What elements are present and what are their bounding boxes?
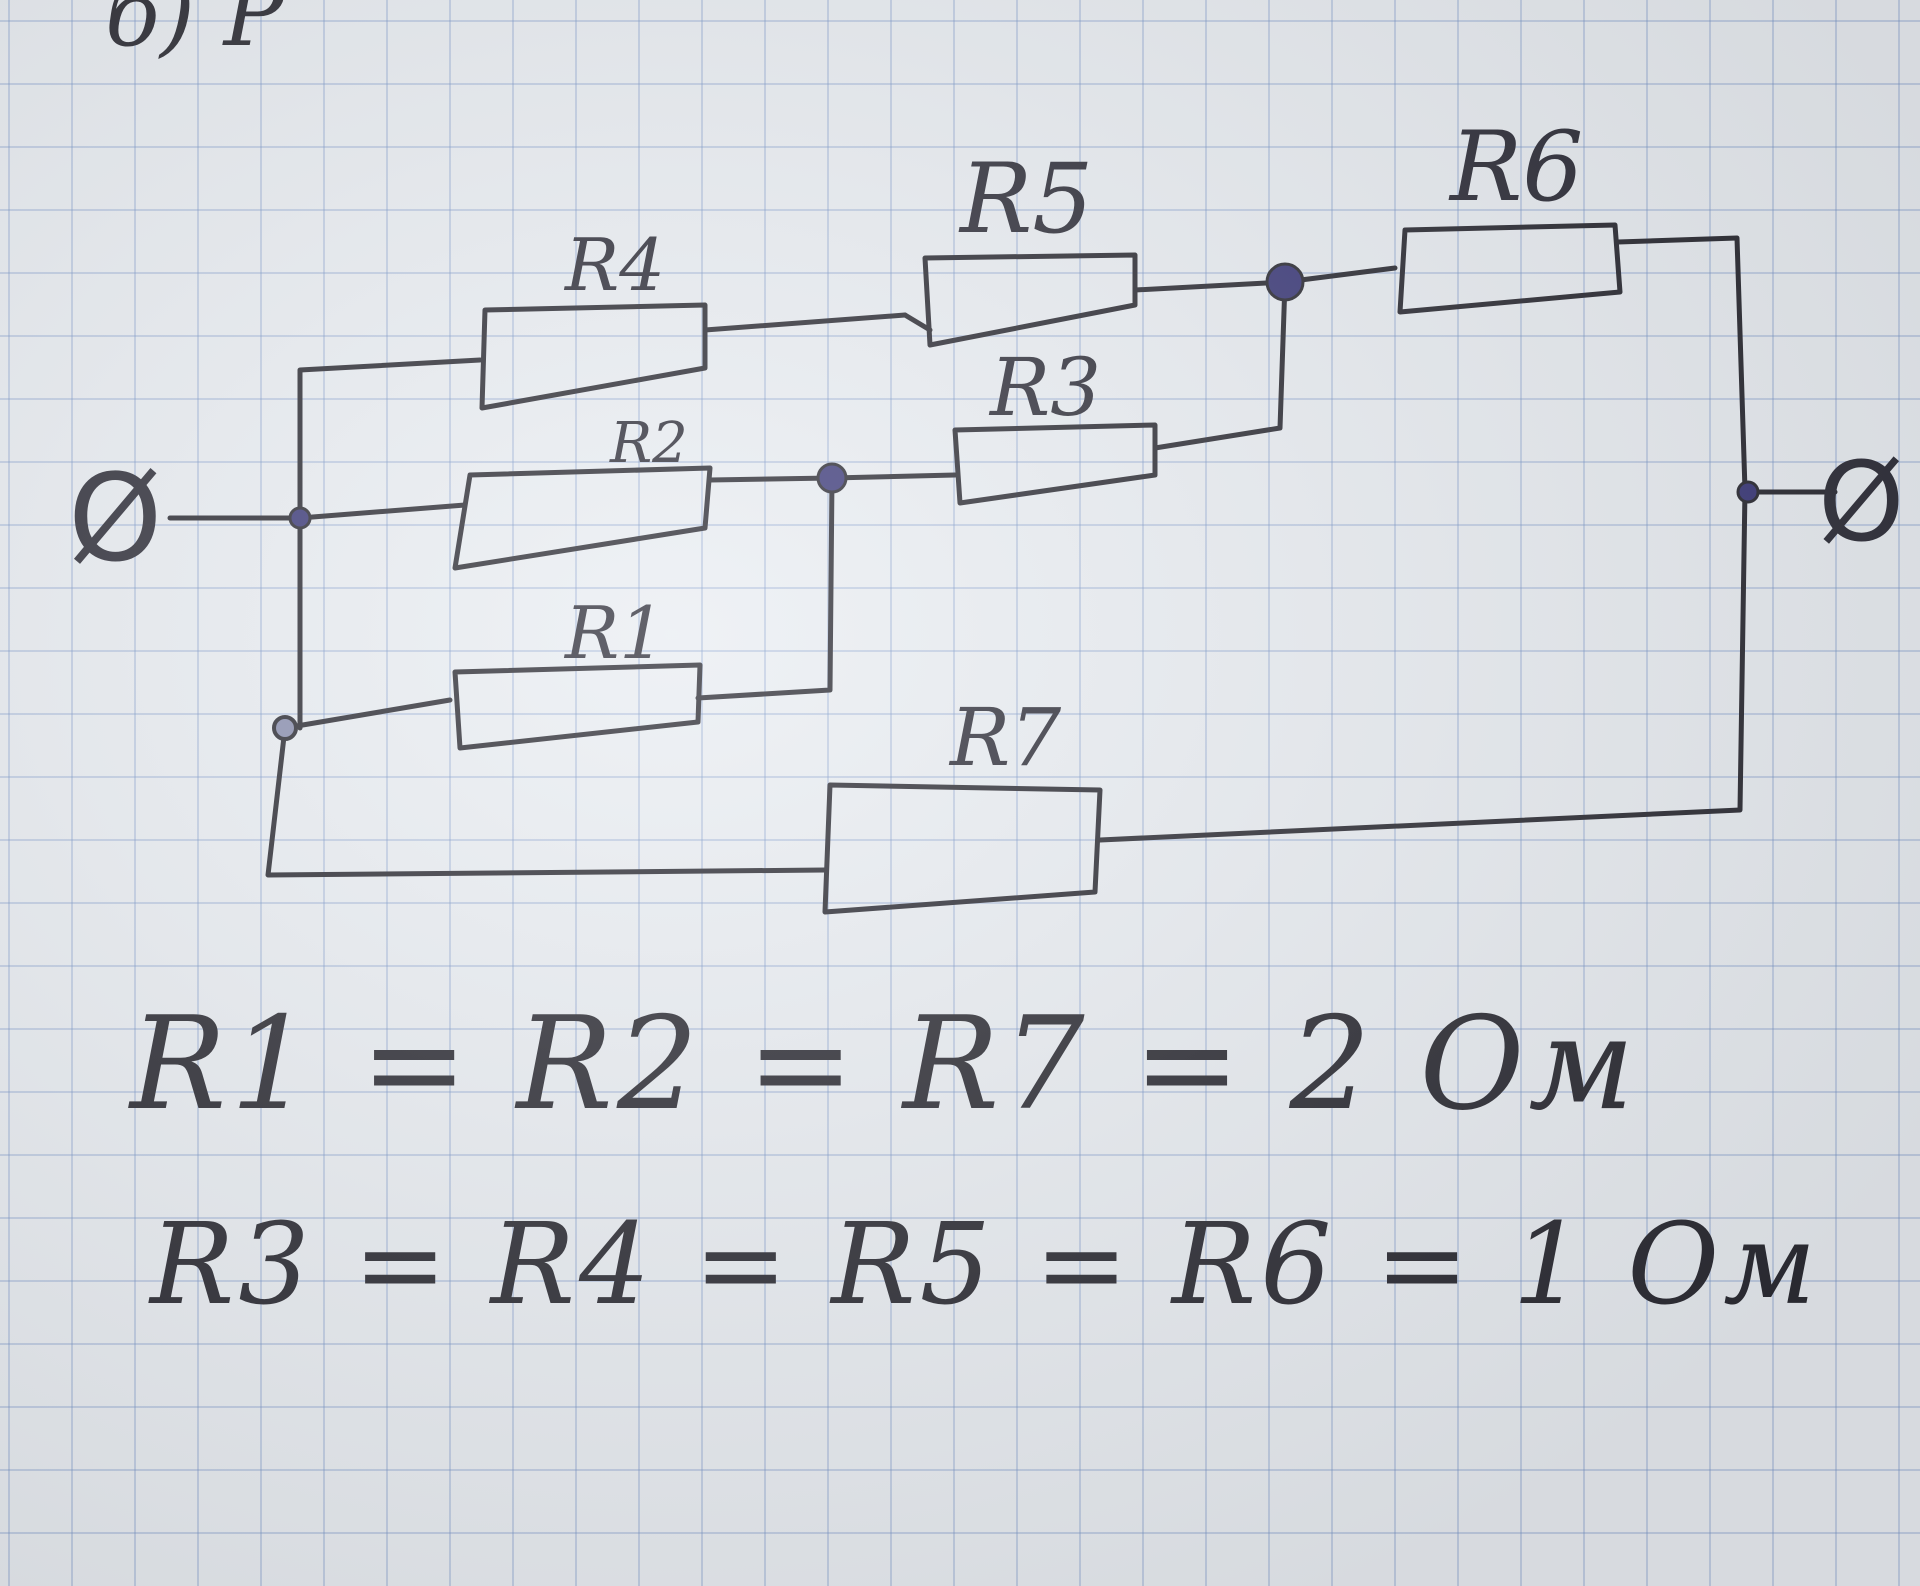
node-middle [816,462,848,494]
label-r7: R7 [948,691,1061,784]
wire-left-bus-lower [265,725,828,878]
resistor-r4-top [479,302,708,411]
resistor-r5 [922,252,1138,348]
label-r5: R5 [958,143,1093,255]
wire-to-r2 [297,502,468,521]
wire-to-r4 [297,357,483,383]
node-upper-right [1265,262,1305,302]
wire-node-to-r3 [829,472,958,481]
resistor-r1 [452,662,703,751]
wire-r6-to-right-bus [1097,235,1748,843]
label-r3: R3 [988,341,1101,434]
wire-r3-to-node [1152,279,1288,451]
node-left-upper [288,506,312,530]
wire-r1-to-node [695,475,835,701]
label-r2: R2 [609,411,688,476]
corner-fragment-text: б) Р [105,0,285,67]
wire-to-r1 [282,697,453,731]
equation-line-2: R3 = R4 = R5 = R6 = 1 Ом [150,1200,1821,1330]
terminal-right: Ø [1818,438,1905,566]
resistor-r6 [1397,222,1623,315]
terminal-left: Ø [68,450,162,589]
node-left-lower [272,715,298,741]
wire-r2-to-node [707,475,835,483]
label-r6: R6 [1448,111,1583,223]
label-r1: R1 [563,591,665,675]
label-r4-top: R4 [563,223,665,307]
equation-line-1: R1 = R2 = R7 = 2 Ом [130,990,1639,1139]
node-right [1736,480,1760,504]
wire-r5-in [902,312,933,333]
resistor-r3 [952,422,1158,506]
wire-r5-to-node [1132,279,1288,293]
wire-r4-to-r5 [702,312,908,333]
resistor-r2 [452,465,713,571]
resistor-r7 [822,782,1103,915]
